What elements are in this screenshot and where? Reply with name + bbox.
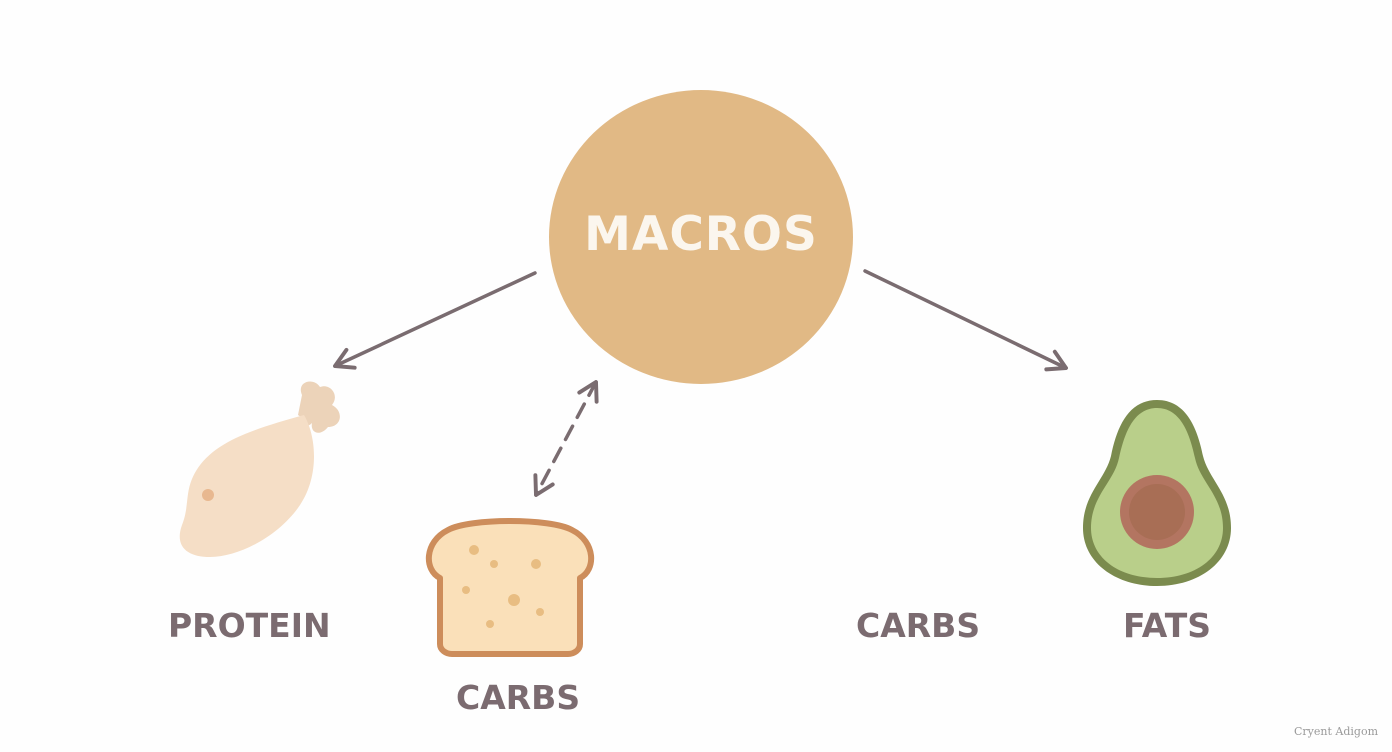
carbs-label-right: CARBS <box>856 606 981 645</box>
bread-slice-icon <box>425 518 595 657</box>
avocado-icon <box>1083 400 1231 586</box>
protein-label: PROTEIN <box>168 606 331 645</box>
macros-circle: MACROS <box>549 90 853 384</box>
dashed-arrow-to-carbs <box>533 380 599 497</box>
fats-label: FATS <box>1123 606 1212 645</box>
chicken-drumstick-icon <box>179 381 340 557</box>
arrow-to-protein <box>333 271 537 370</box>
arrow-to-fats <box>863 269 1068 372</box>
credit-text: Cryent Adigom <box>1294 725 1378 738</box>
carbs-label-bread: CARBS <box>456 678 581 717</box>
macros-label: MACROS <box>584 206 818 262</box>
